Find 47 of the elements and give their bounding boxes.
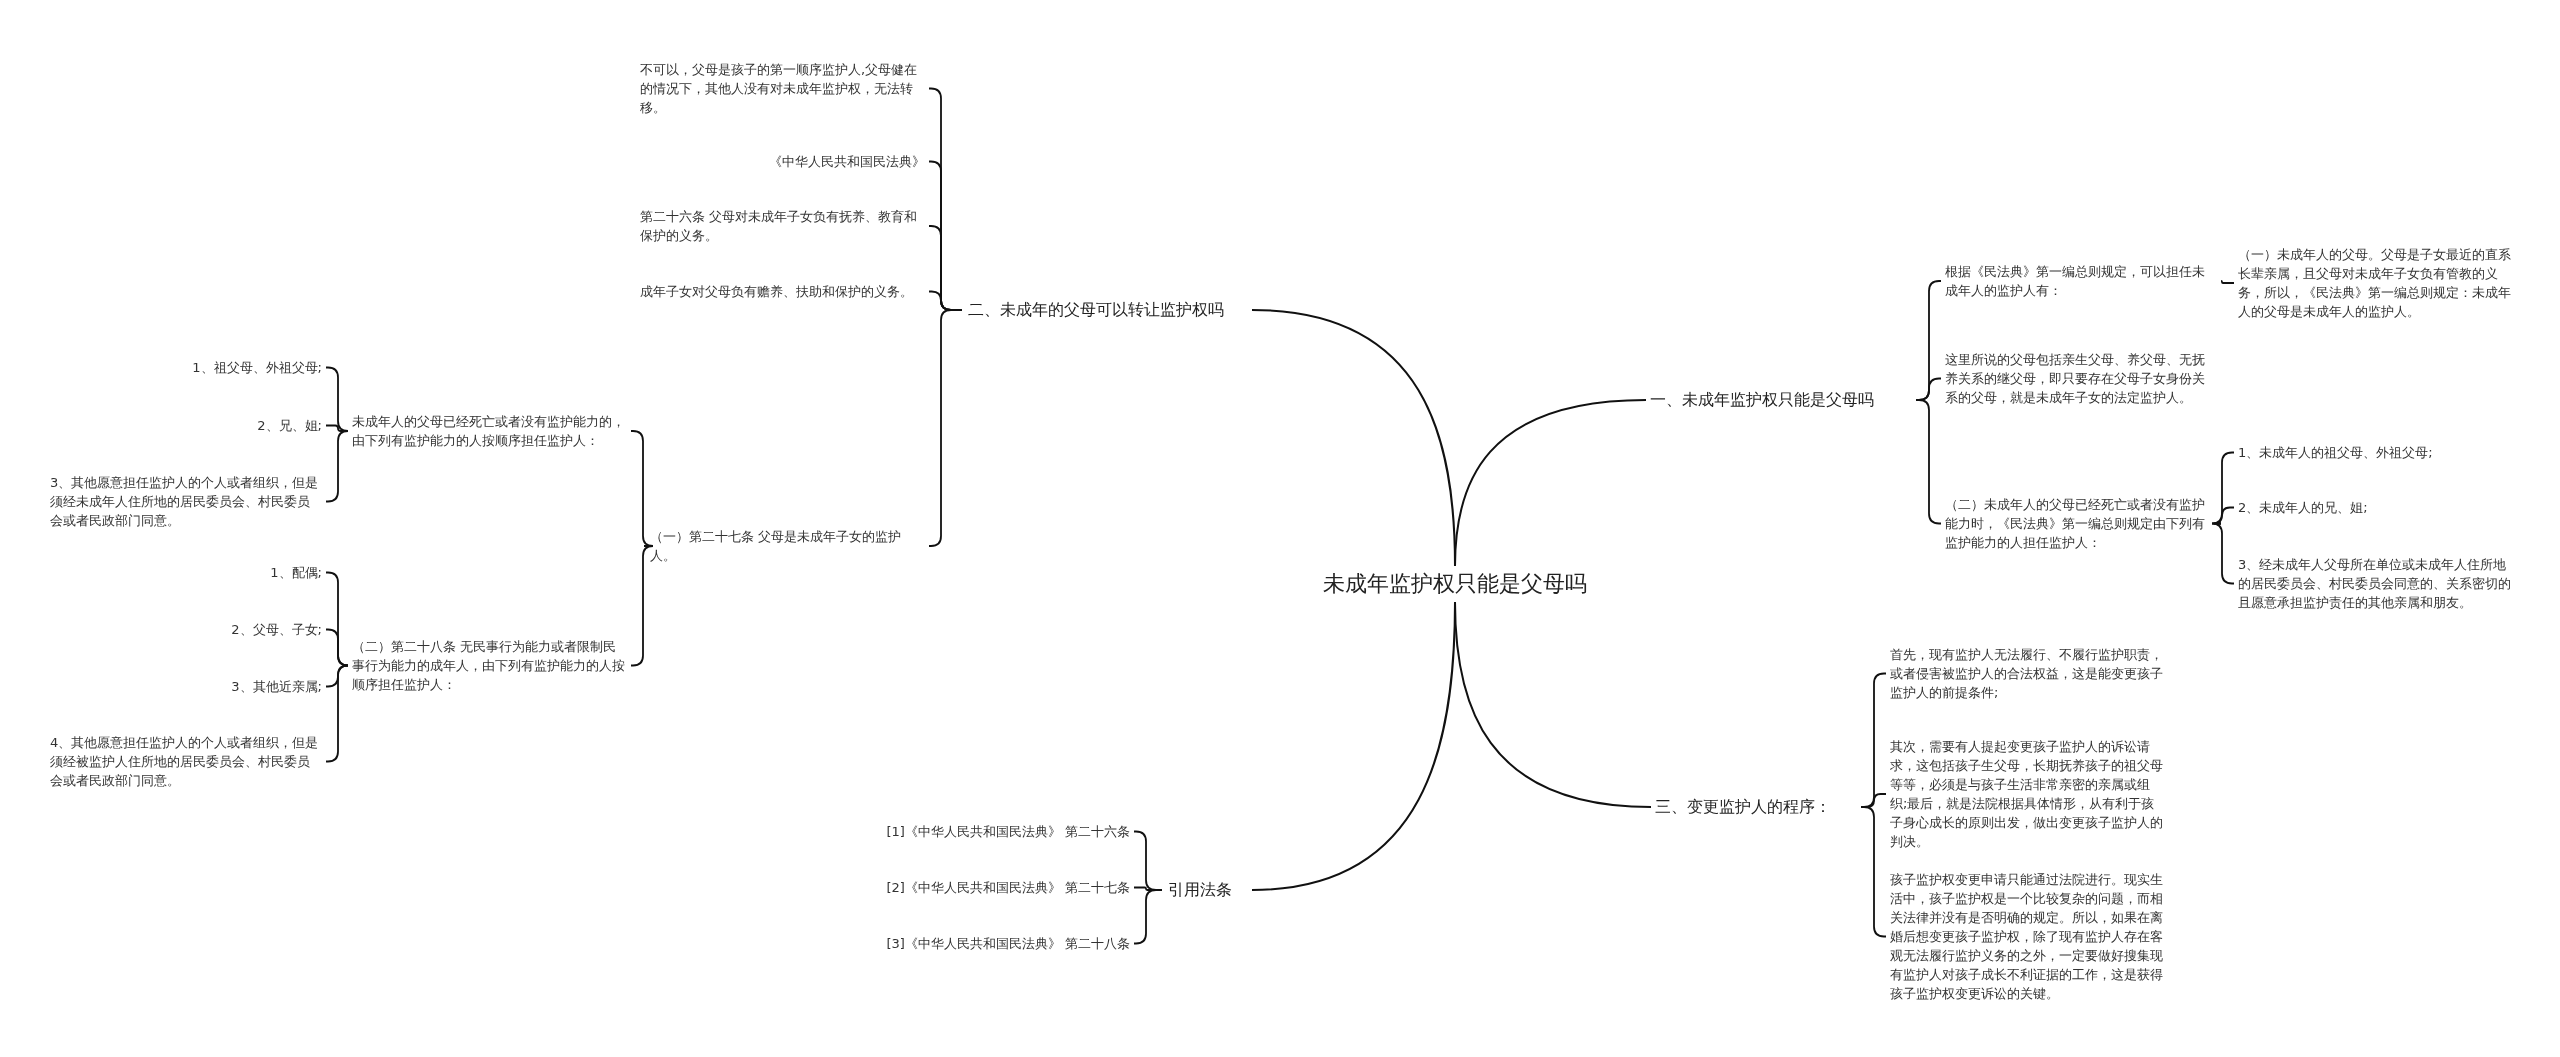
connector-line — [2213, 506, 2235, 525]
subtopic-text: 首先，现有监护人无法履行、不履行监护职责，或者侵害被监护人的合法权益，这是能变更孩子监护人的前提条件; — [1890, 645, 2166, 702]
branch-topic: 引用法条 — [1168, 878, 1248, 902]
subtopic-text: 未成年人的父母已经死亡或者没有监护能力的，由下列有监护能力的人按顺序担任监护人： — [352, 412, 627, 450]
subtopic-text: 3、其他近亲属; — [50, 677, 322, 696]
connector-line — [2211, 522, 2235, 585]
branch-topic: 一、未成年监护权只能是父母吗 — [1650, 388, 1910, 412]
subtopic-text: 其次，需要有人提起变更孩子监护人的诉讼请求，这包括孩子生父母，长期抚养孩子的祖父母等等，必须是与孩子生活非常亲密的亲属或组织;最后，就是法院根据具体情形，从有利于孩子身心成长的原则出发，做出变更孩子监护人的判决。 — [1890, 737, 2166, 851]
connector-line — [325, 664, 349, 763]
branch-topic: 三、变更监护人的程序： — [1655, 795, 1855, 819]
subtopic-text: 不可以，父母是孩子的第一顺序监护人,父母健在的情况下，其他人没有对未成年监护权，无法转移。 — [640, 60, 925, 117]
subtopic-text: 这里所说的父母包括亲生父母、养父母、无抚养关系的继父母，即只要存在父母子女身份关系的父母，就是未成年子女的法定监护人。 — [1945, 350, 2215, 407]
connector-line — [2220, 280, 2235, 284]
connector-line — [1251, 309, 1456, 567]
connector-line — [928, 309, 963, 547]
connector-line — [1915, 399, 1942, 525]
connector-line — [630, 545, 654, 667]
subtopic-text: 2、父母、子女; — [50, 620, 322, 639]
subtopic-text: 《中华人民共和国民法典》 — [640, 152, 925, 171]
central-topic: 未成年监护权只能是父母吗 — [1320, 568, 1590, 600]
subtopic-text: 3、经未成年人父母所在单位或未成年人住所地的居民委员会、村民委员会同意的、关系密切的且愿意承担监护责任的其他亲属和朋友。 — [2238, 555, 2514, 612]
connector-line — [325, 628, 349, 667]
connector-line — [325, 430, 349, 503]
connector-line — [1251, 601, 1456, 891]
subtopic-text: （一）未成年人的父母。父母是子女最近的直系长辈亲属，且父母对未成年子女负有管教的义务，所以，《民法典》第一编总则规定：未成年人的父母是未成年人的监护人。 — [2238, 245, 2514, 321]
subtopic-text: （一）第二十七条 父母是未成年子女的监护人。 — [650, 527, 925, 565]
subtopic-text: 孩子监护权变更申请只能通过法院进行。现实生活中，孩子监护权是一个比较复杂的问题，而相关法律并没有是否明确的规定。所以，如果在离婚后想变更孩子监护权，除了现有监护人存在客观无法履行监护义务的之外，一定要做好搜集现有监护人对孩子成长不利证据的工作，这是获得孩子监护权变更诉讼的关键。 — [1890, 870, 2166, 1003]
subtopic-text: 2、兄、姐; — [50, 416, 322, 435]
subtopic-text: 第二十六条 父母对未成年子女负有抚养、教育和保护的义务。 — [640, 207, 925, 245]
subtopic-text: [1]《中华人民共和国民法典》 第二十六条 — [860, 822, 1130, 841]
connector-line — [1133, 889, 1163, 945]
subtopic-text: [2]《中华人民共和国民法典》 第二十七条 — [860, 878, 1130, 897]
subtopic-text: 1、配偶; — [50, 563, 322, 582]
subtopic-text: （二）第二十八条 无民事行为能力或者限制民事行为能力的成年人，由下列有监护能力的人按顺序担任监护人： — [352, 637, 627, 694]
subtopic-text: 2、未成年人的兄、姐; — [2238, 498, 2514, 517]
subtopic-text: 3、其他愿意担任监护人的个人或者组织，但是须经未成年人住所地的居民委员会、村民委员会或者民政部门同意。 — [50, 473, 322, 530]
connector-line — [2211, 451, 2235, 525]
subtopic-text: 成年子女对父母负有赡养、扶助和保护的义务。 — [640, 282, 925, 301]
subtopic-text: （二）未成年人的父母已经死亡或者没有监护能力时，《民法典》第一编总则规定由下列有监护能力的人担任监护人： — [1945, 495, 2215, 552]
connector-line — [1860, 806, 1887, 938]
subtopic-text: 根据《民法典》第一编总则规定，可以担任未成年人的监护人有： — [1945, 262, 2215, 300]
subtopic-text: [3]《中华人民共和国民法典》 第二十八条 — [860, 934, 1130, 953]
subtopic-text: 1、祖父母、外祖父母; — [50, 358, 322, 377]
connector-line — [325, 424, 347, 432]
subtopic-text: 1、未成年人的祖父母、外祖父母; — [2238, 443, 2514, 462]
branch-topic: 二、未成年的父母可以转让监护权吗 — [968, 298, 1248, 322]
subtopic-text: 4、其他愿意担任监护人的个人或者组织，但是须经被监护人住所地的居民委员会、村民委员会或者民政部门同意。 — [50, 733, 322, 790]
